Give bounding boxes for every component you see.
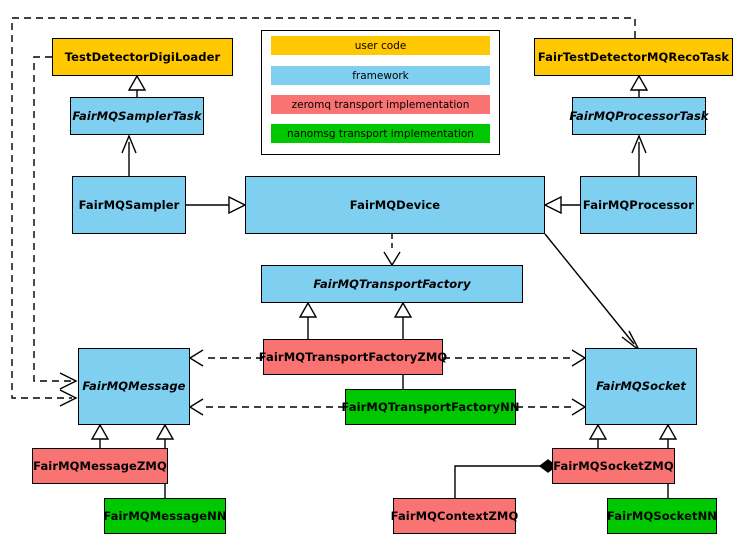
legend-item-nanomsg: nanomsg transport implementation xyxy=(271,124,490,143)
edge-device-to-transportfactory xyxy=(383,234,401,267)
class-node-fairmqmessage[interactable]: FairMQMessage xyxy=(78,348,190,425)
class-node-testdetectordigiloader[interactable]: TestDetectorDigiLoader xyxy=(52,38,233,76)
legend-item-label: framework xyxy=(352,69,409,82)
edge-factorynn-to-socket xyxy=(516,398,587,416)
class-node-fairmqdevice[interactable]: FairMQDevice xyxy=(245,176,545,234)
edge-socketzmq-to-socket xyxy=(588,423,608,448)
legend-item-label: zeromq transport implementation xyxy=(291,98,470,111)
legend-item-label: user code xyxy=(354,39,407,52)
edge-samplertask-to-digiloader xyxy=(127,74,147,97)
class-node-fairmqsocketzmq[interactable]: FairMQSocketZMQ xyxy=(552,448,675,484)
edge-contextzmq-to-socketzmq xyxy=(454,459,558,498)
legend-item-label: nanomsg transport implementation xyxy=(287,127,474,140)
class-node-fairmqtransportfactory[interactable]: FairMQTransportFactory xyxy=(261,265,523,303)
class-node-fairmqsocket[interactable]: FairMQSocket xyxy=(585,348,697,425)
class-node-fairmqsampler[interactable]: FairMQSampler xyxy=(72,176,186,234)
class-node-fairmqmessagenn[interactable]: FairMQMessageNN xyxy=(103,498,227,534)
class-node-fairmqprocessor[interactable]: FairMQProcessor xyxy=(580,176,697,234)
class-node-fairmqprocessortask[interactable]: FairMQProcessorTask xyxy=(569,97,709,135)
edge-factorynn-to-message xyxy=(188,398,345,416)
class-node-fairmqtransportfactorynn[interactable]: FairMQTransportFactoryNN xyxy=(341,389,519,425)
legend-item-framework: framework xyxy=(271,66,490,85)
class-node-fairmqtransportfactoryzmq[interactable]: FairMQTransportFactoryZMQ xyxy=(259,339,447,375)
edge-factoryzmq-to-message xyxy=(188,349,263,367)
edge-sampler-to-samplertask xyxy=(121,134,137,176)
edge-processor-to-device xyxy=(543,195,580,215)
edge-processortask-to-recotask xyxy=(629,74,649,97)
class-node-fairmqmessagezmq[interactable]: FairMQMessageZMQ xyxy=(32,448,168,484)
class-node-fairtestdetectormqrecotask[interactable]: FairTestDetectorMQRecoTask xyxy=(534,38,733,76)
legend-item-user-code: user code xyxy=(271,36,490,55)
class-node-fairmqcontextzmq[interactable]: FairMQContextZMQ xyxy=(391,498,518,534)
edge-messagezmq-to-message xyxy=(90,423,110,448)
edge-factoryzmq-to-transportfactory xyxy=(298,301,318,339)
class-node-fairmqsocketnn[interactable]: FairMQSocketNN xyxy=(607,498,717,534)
edge-device-to-socket xyxy=(544,233,640,351)
legend-item-zeromq: zeromq transport implementation xyxy=(271,95,490,114)
edge-processor-to-processortask xyxy=(631,134,647,176)
class-node-fairmqsamplertask[interactable]: FairMQSamplerTask xyxy=(70,97,204,135)
edge-sampler-to-device xyxy=(186,195,247,215)
edge-factoryzmq-to-socket xyxy=(443,349,587,367)
